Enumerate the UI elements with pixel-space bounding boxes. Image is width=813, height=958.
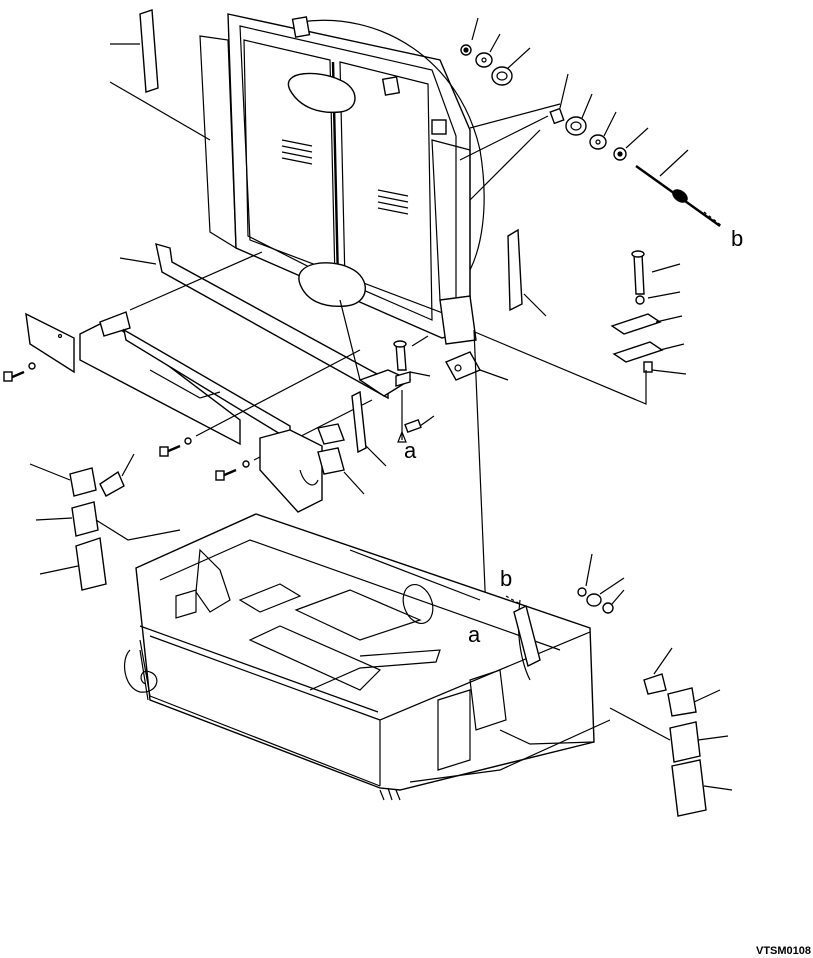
leader-line [339,299,361,381]
side-cover-plate [25,311,291,446]
drawing-code: VTSM0108 [756,945,811,957]
rubber-pads-left [29,453,181,591]
rubber-pads-right [609,647,733,817]
fastener-stack-bottom [577,553,625,614]
rubber-mount-top-left [109,9,211,141]
lower-radiator-bracket [439,295,509,381]
fastener-stack-right [549,73,649,161]
label-a-bottom: a [468,622,481,647]
bottom-frame-assembly [123,513,611,801]
radiator-assembly [199,13,485,339]
fastener-stack-top [460,17,531,86]
leader-line [505,595,521,605]
label-b-bottom: b [500,566,512,591]
stay-rod [459,103,723,227]
bracket-group-right [469,250,687,405]
rubber-mount-right [507,228,547,317]
center-bracket-group [259,335,435,513]
label-b-top: b [731,226,743,251]
label-a-top: a [404,438,417,463]
